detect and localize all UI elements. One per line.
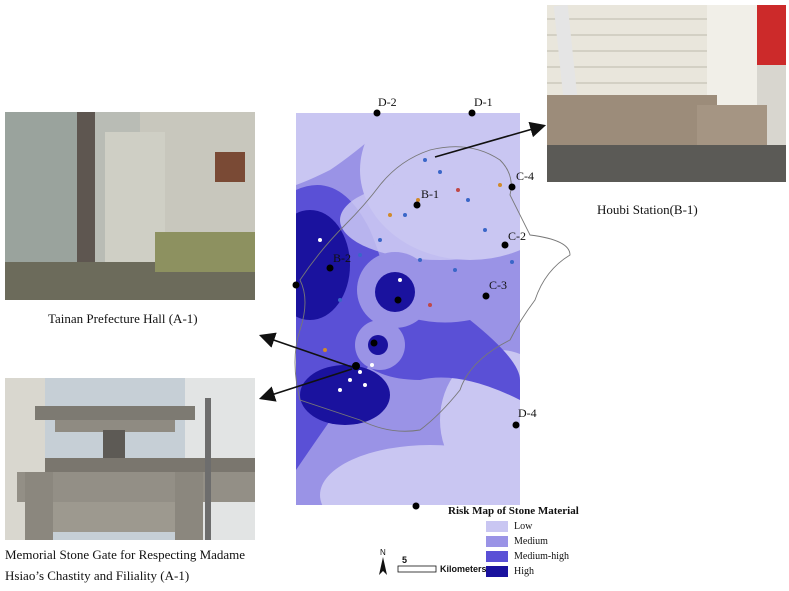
legend-swatch-medium <box>486 536 508 547</box>
point-c-2 <box>501 241 509 249</box>
legend-item-low: Low <box>486 521 532 532</box>
point-label-c-3: C-3 <box>489 278 507 292</box>
legend-item-high: High <box>486 566 534 577</box>
scale-unit: Kilometers <box>440 564 487 574</box>
point-c-3 <box>482 292 490 300</box>
labelled-points: D-2 D-1 C-4 B-1 C-2 B-2 C-3 D-4 <box>292 95 537 510</box>
houbi-station-caption: Houbi Station(B-1) <box>597 202 698 217</box>
tainan-prefecture-hall-photo <box>5 112 255 300</box>
point-d-2 <box>373 109 381 117</box>
north-arrow-icon: N <box>379 548 387 575</box>
scale-value: 5 <box>402 555 407 565</box>
tainan-prefecture-hall-caption: Tainan Prefecture Hall (A-1) <box>48 311 198 326</box>
point-label-d-4: D-4 <box>518 406 537 420</box>
point-label-b-1: B-1 <box>421 187 439 201</box>
arrows <box>258 121 547 402</box>
sample-points <box>318 158 514 392</box>
point-b-1 <box>413 201 421 209</box>
point-label-d-1: D-1 <box>474 95 493 109</box>
scale-bar: 5 Kilometers <box>397 555 487 574</box>
point-c-4 <box>508 183 516 191</box>
point-d-4 <box>512 421 520 429</box>
point-d-1 <box>468 109 476 117</box>
legend-swatch-medium-high <box>486 551 508 562</box>
point-label-c-4: C-4 <box>516 169 534 183</box>
legend-item-medium: Medium <box>486 536 548 547</box>
memorial-stone-gate-caption-line1: Memorial Stone Gate for Respecting Madam… <box>5 547 246 562</box>
point-b-2 <box>326 264 334 272</box>
legend-swatch-low <box>486 521 508 532</box>
north-label: N <box>380 548 386 557</box>
houbi-station-photo <box>547 5 786 182</box>
district-boundary <box>294 146 571 432</box>
point-label-c-2: C-2 <box>508 229 526 243</box>
memorial-stone-gate-photo <box>5 378 255 540</box>
point-label-b-2: B-2 <box>333 251 351 265</box>
legend-swatch-high <box>486 566 508 577</box>
legend-item-medium-high: Medium-high <box>486 551 569 562</box>
risk-surface <box>296 113 520 505</box>
legend-title: Risk Map of Stone Material <box>448 505 579 517</box>
point-label-d-2: D-2 <box>378 95 397 109</box>
memorial-stone-gate-caption-line2: Hsiao’s Chastity and Filiality (A-1) <box>5 568 190 583</box>
